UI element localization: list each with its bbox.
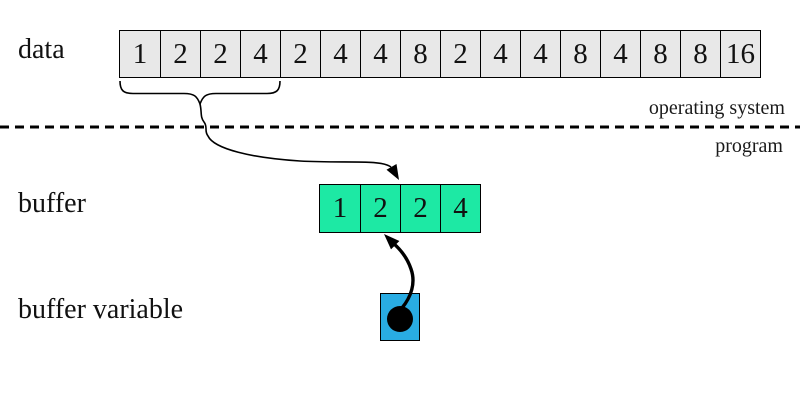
program-label: program: [715, 135, 783, 157]
array-cell: 2: [200, 31, 240, 77]
array-cell: 8: [400, 31, 440, 77]
operating-system-label: operating system: [648, 97, 785, 119]
underbrace: [119, 80, 281, 107]
array-cell: 8: [560, 31, 600, 77]
array-cell: 4: [320, 31, 360, 77]
buffer-label: buffer: [18, 188, 86, 219]
array-cell: 8: [680, 31, 720, 77]
buffer-variable-label: buffer variable: [18, 294, 184, 325]
array-cell: 1: [120, 31, 160, 77]
buffer-variable-box: [380, 293, 420, 341]
pointer-arrowhead-icon: [384, 234, 400, 250]
array-cell: 16: [720, 31, 760, 77]
array-cell: 4: [360, 31, 400, 77]
array-cell: 2: [360, 185, 400, 232]
array-cell: 2: [160, 31, 200, 77]
data-to-buffer-arrowhead-icon: [386, 164, 399, 180]
data-to-buffer-arrow: [199, 103, 392, 168]
data-label: data: [18, 34, 65, 65]
array-cell: 2: [440, 31, 480, 77]
array-cell: 4: [480, 31, 520, 77]
array-cell: 1: [320, 185, 360, 232]
array-cell: 4: [600, 31, 640, 77]
array-cell: 2: [280, 31, 320, 77]
array-cell: 4: [240, 31, 280, 77]
array-cell: 4: [440, 185, 480, 232]
array-cell: 8: [640, 31, 680, 77]
array-cell: 2: [400, 185, 440, 232]
array-cell: 4: [520, 31, 560, 77]
